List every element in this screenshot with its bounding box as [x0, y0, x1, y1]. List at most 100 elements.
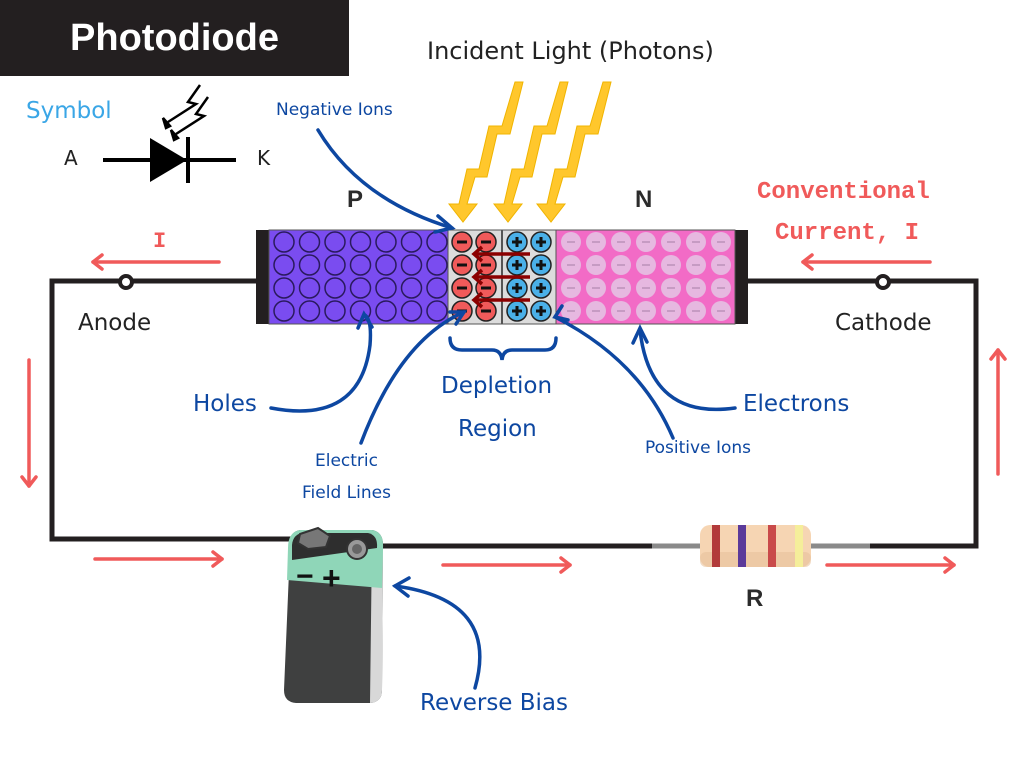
battery-negative-terminal [296, 526, 332, 551]
photodiode-symbol [103, 84, 236, 183]
photon-arrow [535, 81, 612, 223]
battery-plus-sign: + [322, 560, 341, 596]
electron [561, 301, 581, 321]
negative-ions-label: Negative Ions [276, 100, 393, 120]
electron [711, 301, 731, 321]
positive-ion [506, 231, 528, 253]
electric-field-label-line1: Electric [315, 451, 378, 471]
photon-arrows [447, 81, 612, 223]
positive-ion [506, 300, 528, 322]
positive-ion [506, 254, 528, 276]
pointer-negative-ions [316, 128, 456, 234]
photon-arrow [492, 81, 569, 223]
electron [686, 255, 706, 275]
electron [611, 255, 631, 275]
electron [586, 255, 606, 275]
hole [400, 231, 423, 253]
hole [298, 300, 321, 322]
electron [661, 301, 681, 321]
photon-arrow [447, 81, 524, 223]
hole [298, 277, 321, 299]
electron [586, 232, 606, 252]
hole [273, 254, 295, 276]
pointer-positive-ions [552, 304, 675, 440]
hole [426, 300, 448, 322]
hole [400, 277, 423, 299]
hole [324, 300, 346, 322]
electric-field-label-line2: Field Lines [302, 483, 391, 503]
hole [426, 277, 448, 299]
conventional-current-line2: Current, I [775, 220, 920, 247]
resistor-shadow [700, 552, 811, 567]
electron [636, 232, 656, 252]
pointer-electrons [631, 323, 737, 412]
electron [661, 255, 681, 275]
electron [636, 278, 656, 298]
hole [324, 277, 346, 299]
battery-minus-sign: − [296, 560, 314, 593]
hole [349, 231, 372, 253]
hole [273, 300, 295, 322]
p-region-label: P [347, 186, 364, 213]
resistor-label: R [746, 585, 764, 612]
electron [611, 278, 631, 298]
current-arrow-bottom-middle [441, 556, 572, 574]
pointer-reverse-bias [391, 576, 482, 690]
current-label-short: I [153, 229, 167, 254]
electron [686, 301, 706, 321]
electron [661, 232, 681, 252]
depletion-brace [448, 336, 558, 361]
electron [686, 278, 706, 298]
n-region-label: N [635, 186, 653, 213]
cathode-terminal[interactable] [875, 274, 891, 290]
depletion-label-line2: Region [458, 416, 537, 442]
electron [561, 278, 581, 298]
electron [586, 301, 606, 321]
battery-positive-terminal-center [352, 544, 362, 554]
electron [561, 255, 581, 275]
incident-light-label: Incident Light (Photons) [427, 37, 714, 65]
positive-ion [530, 300, 552, 322]
positive-ion [530, 231, 552, 253]
electron [611, 232, 631, 252]
hole [375, 231, 397, 253]
battery[interactable] [284, 526, 384, 703]
cathode-label: Cathode [835, 310, 932, 336]
hole [349, 277, 372, 299]
hole [349, 254, 372, 276]
resistor[interactable] [700, 525, 811, 567]
hole [400, 254, 423, 276]
positive-ions-label: Positive Ions [645, 438, 751, 458]
electron [711, 232, 731, 252]
cathode-contact [735, 230, 748, 324]
hole [298, 231, 321, 253]
resistor-band [795, 525, 803, 567]
pointer-holes [269, 310, 374, 413]
hole [375, 300, 397, 322]
electron [636, 255, 656, 275]
hole [273, 231, 295, 253]
electron [711, 255, 731, 275]
positive-ion [506, 277, 528, 299]
symbol-triangle [150, 138, 187, 182]
symbol-cathode-letter: K [257, 146, 271, 170]
photodiode-body [256, 229, 748, 325]
conventional-current-line1: Conventional [757, 179, 930, 206]
pointer-electric-field [359, 310, 468, 445]
current-arrow-top-right [801, 253, 932, 271]
electrons-label: Electrons [743, 391, 850, 417]
hole [375, 277, 397, 299]
electron [611, 301, 631, 321]
current-arrow-left-down [20, 358, 38, 488]
hole [426, 254, 448, 276]
electron [711, 278, 731, 298]
resistor-band [712, 525, 720, 567]
electron [561, 232, 581, 252]
anode-terminal[interactable] [118, 274, 134, 290]
electric-field-arrow [471, 268, 530, 286]
current-arrow-right-up [989, 348, 1007, 476]
current-arrow-bottom-right [825, 556, 956, 574]
electron [586, 278, 606, 298]
holes-label: Holes [193, 391, 257, 417]
